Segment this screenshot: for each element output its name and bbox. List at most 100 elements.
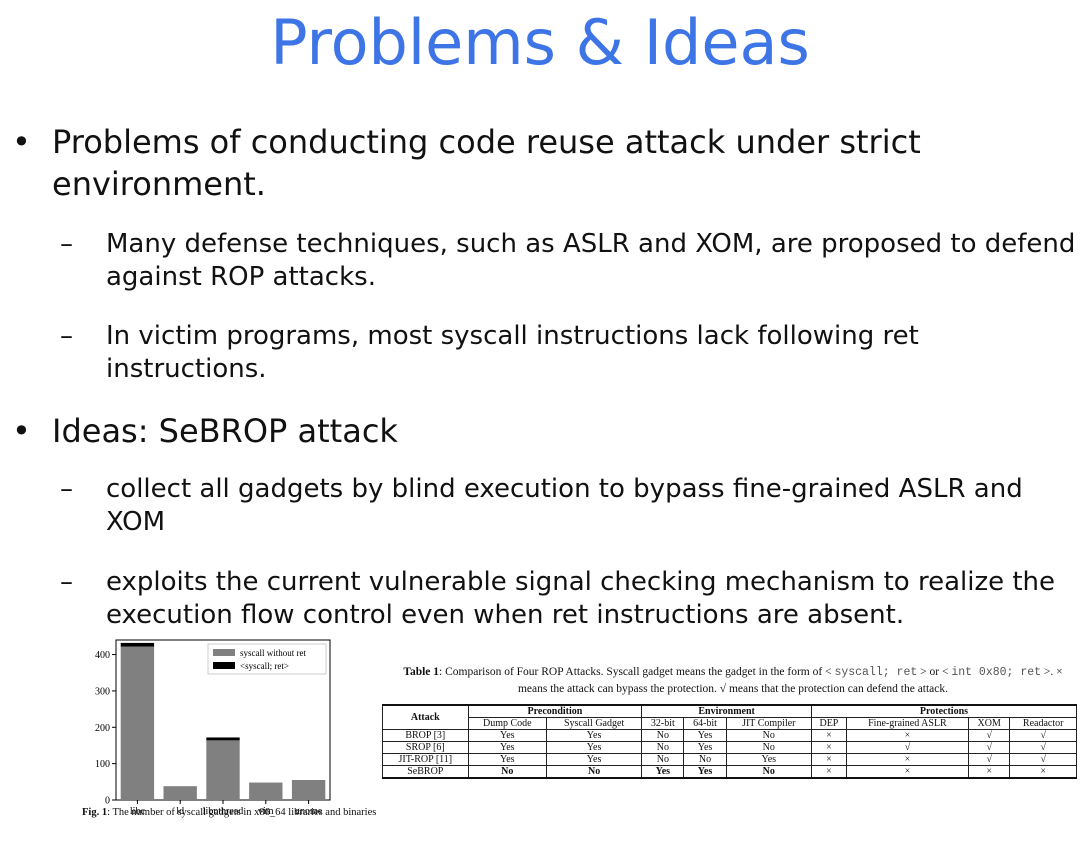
- table-cell: BROP [3]: [382, 729, 469, 742]
- y-tick-label: 400: [95, 650, 110, 661]
- table-row: BROP [3] Yes Yes No Yes No × × √ √: [382, 729, 1077, 742]
- column-header: XOM: [967, 717, 1011, 730]
- table-cell: No: [725, 741, 812, 754]
- column-header: 32-bit: [641, 717, 685, 730]
- rop-comparison-table: Attack Precondition Environment Protecti…: [382, 704, 1078, 779]
- table-cell: √: [967, 741, 1011, 754]
- column-header: Readactor: [1009, 717, 1077, 730]
- table-cell: SROP [6]: [382, 741, 469, 754]
- table-cell: Yes: [467, 753, 547, 766]
- legend-label: syscall without ret: [240, 648, 306, 658]
- bullet-text: Problems of conducting code reuse attack…: [52, 123, 921, 203]
- dash-mark: –: [60, 474, 73, 504]
- bar-segment: [120, 642, 155, 647]
- column-header: Dump Code: [467, 717, 547, 730]
- table-cell: Yes: [545, 753, 643, 766]
- figure-label: Fig. 1: [82, 807, 108, 818]
- bar-segment: [291, 780, 326, 800]
- sub-bullet-text: Many defense techniques, such as ASLR an…: [106, 229, 1076, 292]
- table-group-header-row: Attack Precondition Environment Protecti…: [382, 704, 1078, 730]
- column-header: 64-bit: [683, 717, 727, 730]
- table-cell: No: [725, 765, 812, 779]
- bullet-mark: •: [12, 412, 31, 450]
- table-cell: ×: [845, 753, 970, 766]
- bullet-mark: •: [12, 123, 31, 161]
- table-caption: Table 1: Comparison of Four ROP Attacks.…: [388, 664, 1078, 697]
- table-cell: No: [641, 729, 685, 742]
- table-row: JIT-ROP [11] Yes Yes No No Yes × × √ √: [382, 753, 1077, 766]
- bar-segment: [120, 646, 155, 800]
- table-cell: No: [683, 753, 727, 766]
- sub-bullet-text: collect all gadgets by blind execution t…: [106, 474, 1023, 537]
- y-tick-label: 0: [105, 796, 110, 807]
- table-cell: ×: [967, 765, 1011, 779]
- legend-swatch: [213, 662, 235, 669]
- table-caption-part: : Comparison of Four ROP Attacks. Syscal…: [439, 666, 835, 678]
- bullet-text: Ideas: SeBROP attack: [52, 412, 398, 450]
- bar-segment: [163, 786, 197, 800]
- legend-label: <syscall; ret>: [240, 661, 289, 671]
- table-cell: √: [1009, 753, 1077, 766]
- y-tick-label: 100: [95, 759, 110, 770]
- table-cell: Yes: [683, 765, 727, 779]
- dash-mark: –: [60, 321, 73, 351]
- table-cell: Yes: [545, 729, 643, 742]
- group-header: Precondition: [467, 704, 643, 718]
- table-cell: Yes: [641, 765, 685, 779]
- table-cell: Yes: [683, 741, 727, 754]
- legend-swatch: [213, 649, 235, 656]
- table-caption-code: syscall; ret: [834, 666, 918, 679]
- table-cell: ×: [810, 765, 847, 779]
- table-row: SROP [6] Yes Yes No Yes No × √ √ √: [382, 741, 1077, 754]
- table-column-header-row: Dump Code Syscall Gadget 32-bit 64-bit J…: [383, 717, 1077, 730]
- table-cell: No: [467, 765, 547, 779]
- table-cell: ×: [810, 753, 847, 766]
- sub-bullet-text: In victim programs, most syscall instruc…: [106, 321, 919, 384]
- table-caption-code: int 0x80; ret: [951, 666, 1042, 679]
- column-header: DEP: [810, 717, 847, 730]
- table-cell: √: [1009, 741, 1077, 754]
- table-cell: No: [725, 729, 812, 742]
- dash-mark: –: [60, 229, 73, 259]
- bar-segment: [249, 782, 283, 800]
- table-row: SeBROP No No Yes Yes No × × × ×: [382, 765, 1077, 779]
- table-cell: Yes: [545, 741, 643, 754]
- syscall-gadget-chart: 0 100 200 300 400 libc ld libpthread vim gnome sys…: [95, 639, 331, 814]
- bar-segment: [206, 737, 240, 741]
- table-caption-part: > or <: [917, 666, 952, 678]
- table-caption-part: >. × means the attack can bypass the pro…: [517, 666, 1063, 695]
- table-cell: ×: [1009, 765, 1077, 779]
- table-cell: ×: [810, 741, 847, 754]
- table-cell: No: [641, 741, 685, 754]
- x-tick-label: libc: [130, 806, 146, 814]
- attack-header: Attack: [382, 704, 469, 730]
- group-header: Protections: [810, 704, 1078, 718]
- table-cell: JIT-ROP [11]: [382, 753, 469, 766]
- y-tick-label: 200: [95, 723, 110, 734]
- table-cell: Yes: [467, 729, 547, 742]
- group-header: Environment: [641, 704, 812, 718]
- x-tick-label: gnome: [295, 806, 323, 814]
- table-label: Table 1: [403, 666, 440, 678]
- table-cell: SeBROP: [382, 765, 469, 779]
- bar-segment: [206, 740, 240, 800]
- x-tick-label: vim: [258, 806, 274, 814]
- figure-caption-text: : The number of syscall gadgets in x86_6…: [107, 807, 377, 818]
- table-cell: √: [1009, 729, 1077, 742]
- x-tick-label: ld: [176, 806, 184, 814]
- slide-title: Problems & Ideas: [270, 6, 810, 79]
- dash-mark: –: [60, 567, 73, 597]
- table-cell: No: [545, 765, 643, 779]
- column-header: JIT Compiler: [725, 717, 812, 730]
- table-cell: √: [967, 753, 1011, 766]
- table-cell: ×: [845, 729, 970, 742]
- table-cell: Yes: [683, 729, 727, 742]
- y-tick-label: 300: [95, 686, 110, 697]
- sub-bullet-text: exploits the current vulnerable signal c…: [106, 567, 1056, 630]
- x-tick-label: libpthread: [203, 806, 244, 814]
- table-cell: ×: [810, 729, 847, 742]
- table-cell: √: [845, 741, 970, 754]
- table-cell: Yes: [467, 741, 547, 754]
- table-cell: No: [641, 753, 685, 766]
- table-cell: √: [967, 729, 1011, 742]
